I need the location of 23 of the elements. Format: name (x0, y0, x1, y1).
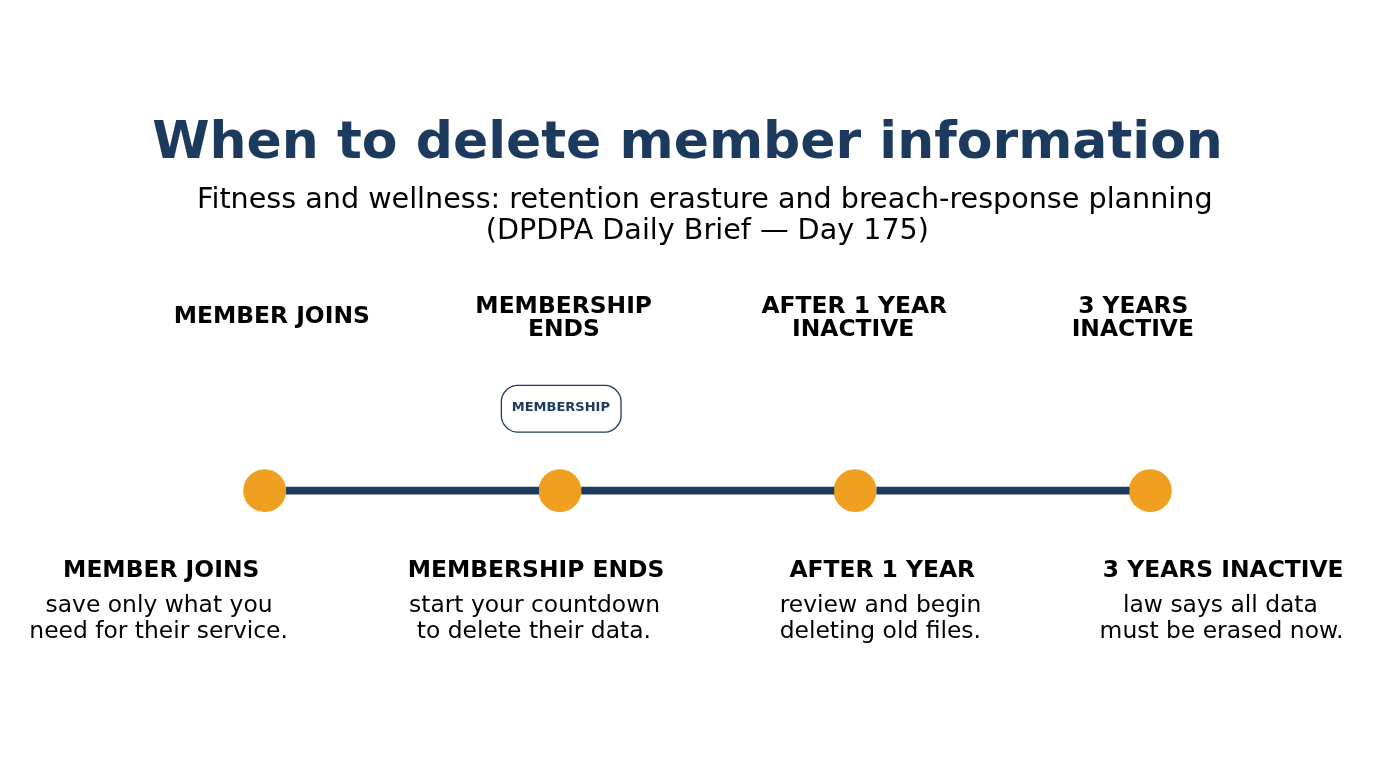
label: MEMBERSHIP ENDS (475, 290, 652, 343)
label: MEMBERSHIP (511, 398, 610, 414)
label: MEMBER JOINS (173, 301, 370, 330)
connector (581, 486, 835, 495)
connector (286, 486, 540, 495)
node-label: MEMBER JOINS (63, 554, 260, 583)
node-label: 3 YEARS INACTIVE (1102, 554, 1344, 583)
label: (DPDPA Daily Brief — Day 175) (485, 212, 929, 247)
node-label: save only what you need for their service. (29, 590, 288, 645)
label: AFTER 1 YEAR INACTIVE (761, 290, 948, 343)
node-label: law says all data must be erased now. (1099, 590, 1344, 645)
node-label: review and begin deleting old files. (779, 590, 982, 645)
node-circle (833, 469, 877, 513)
diagram-title: When to delete member information (152, 109, 1223, 170)
node-circle (1128, 469, 1172, 513)
node-label: MEMBERSHIP ENDS (407, 554, 665, 583)
node-label: start your countdown to delete their data. (409, 590, 661, 645)
label: Fitness and wellness: retention erasture and breach-response planning (197, 180, 1213, 215)
label: 3 YEARS INACTIVE (1071, 290, 1194, 343)
node-circle (538, 469, 582, 513)
connector (876, 486, 1130, 495)
node-label: AFTER 1 YEAR (789, 554, 976, 583)
node-circle (243, 469, 287, 513)
